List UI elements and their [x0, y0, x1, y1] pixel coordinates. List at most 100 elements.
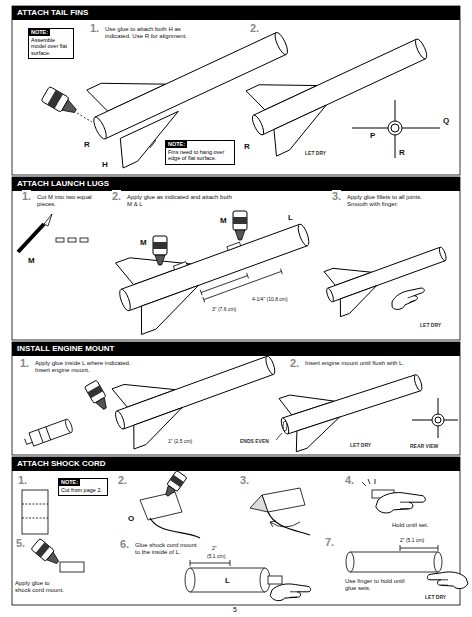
dimension: 4-1/4" (10.8 cm): [252, 296, 288, 302]
shock-cord-step-7: [346, 552, 354, 572]
part-letter: O: [128, 514, 134, 524]
box-heading: ATTACH LAUNCH LUGS: [17, 179, 455, 189]
tail-fin-step-2: [240, 15, 429, 156]
launch-lug-step-2: [227, 242, 241, 250]
step-number: 2.: [250, 22, 259, 35]
shock-cord-step-3: [250, 495, 268, 512]
hobby-knife: [44, 214, 52, 226]
rear-view-figure: [432, 414, 444, 426]
part-letter: R: [399, 148, 405, 158]
rear-view-figure: [352, 128, 388, 129]
dimension: 2" (5.1 cm): [400, 537, 424, 543]
view-label: REAR VIEW: [410, 443, 438, 449]
rear-view-figure: [395, 100, 396, 121]
box-heading: ATTACH SHOCK CORD: [17, 459, 455, 469]
part-letter: H: [102, 160, 108, 170]
shock-cord-step-6: [185, 568, 195, 592]
step-number: 3.: [240, 474, 249, 487]
box-heading: NOTE:: [166, 141, 187, 148]
section-header: ATTACH SHOCK CORD: [12, 457, 460, 471]
shock-cord-step-6: [190, 568, 265, 592]
dimension: 2": [212, 545, 217, 551]
launch-lug-step-2: [108, 198, 311, 312]
step-number: 1.: [90, 22, 99, 35]
section-frame: [12, 6, 460, 175]
part-letter: L: [288, 213, 293, 223]
shock-cord-step-5: [31, 538, 84, 572]
shock-cord-step-2: [162, 470, 187, 499]
page-number: 5: [233, 606, 237, 614]
rear-view-figure: [388, 121, 402, 135]
shock-cord-step-3: [250, 488, 310, 535]
rear-view-figure: [412, 420, 432, 421]
step-number: 7.: [325, 536, 334, 549]
step-text: Apply glue as indicated and attach both …: [127, 194, 232, 208]
section-frame: [12, 177, 460, 340]
dimension: 3" (7.6 cm): [212, 306, 236, 312]
step-text: Apply glue fillets to all joints. Smooth…: [347, 194, 427, 208]
launch-lug-step-3: [320, 231, 448, 317]
tail-fin-step-1: [41, 6, 290, 168]
let-dry-note: LET DRY: [305, 150, 326, 156]
shock-cord-mount-strip: [22, 490, 48, 534]
step-text: Glue shock cord mount to the inside of L…: [135, 542, 203, 556]
dimension: (5.1 cm): [207, 553, 225, 559]
callout-text: ENDS EVEN: [240, 438, 269, 444]
note-box: NOTE:Cut from page 2.: [58, 478, 108, 496]
shock-cord-step-5: [60, 562, 84, 572]
shock-cord-step-2: [140, 470, 200, 538]
shock-cord-step-3: [270, 522, 300, 527]
rear-view-figure: [438, 398, 439, 414]
note-box: NOTE:Fins need to hang over edge of flat…: [165, 140, 235, 165]
step-number: 2.: [118, 474, 127, 487]
step-number: 1.: [18, 474, 27, 487]
rear-view-figure: [412, 398, 458, 438]
section-header: ATTACH TAIL FINS: [12, 6, 460, 20]
hobby-knife: [18, 224, 44, 252]
step-text: Apply glue inside L where indicated. Ins…: [35, 360, 135, 374]
engine-mount-step-1: [23, 427, 50, 448]
step-number: 1.: [20, 357, 29, 370]
box-heading: NOTE:: [29, 29, 50, 36]
note-box: NOTE:Assemble model over flat surface.: [28, 28, 74, 59]
launch-lug-pieces: [56, 238, 88, 242]
shock-cord-step-6: [185, 560, 311, 601]
box-body: Cut from page 2.: [59, 486, 107, 496]
step-text: Insert engine mount until flush with L.: [305, 360, 455, 367]
box-heading: INSTALL ENGINE MOUNT: [17, 344, 455, 354]
launch-lug-step-3: [389, 285, 428, 311]
hobby-knife: [18, 214, 52, 252]
step-text: Use finger to hold until glue sets.: [345, 578, 405, 592]
part-letter: R: [84, 140, 90, 150]
launch-lug-pieces: [80, 238, 88, 242]
rear-view-figure: [435, 417, 441, 423]
shock-cord-step-4: [376, 493, 426, 513]
step-text: Cut M into two equal pieces.: [37, 194, 99, 208]
rear-view-figure: [395, 135, 396, 158]
rear-view-figure: [391, 124, 399, 132]
shock-cord-step-7: [400, 545, 438, 551]
shock-cord-step-7: [427, 572, 468, 589]
shock-cord-step-5: [31, 538, 62, 567]
launch-lug-step-2: [132, 285, 207, 334]
launch-lug-pieces: [56, 238, 64, 242]
part-letter: L: [225, 576, 230, 586]
shock-cord-step-6: [190, 568, 265, 592]
launch-lug-step-2: [233, 211, 247, 240]
part-letter: Q: [443, 116, 449, 126]
box-heading: NOTE:: [59, 479, 80, 486]
launch-lug-step-3: [320, 231, 448, 303]
box-body: Assemble model over flat surface.: [29, 36, 73, 59]
tail-fin-step-2: [266, 105, 337, 156]
step-number: 5.: [16, 537, 25, 550]
box-body: Fins need to hang over edge of flat surf…: [166, 148, 234, 164]
dimension: 1" (2.5 cm): [168, 438, 192, 444]
shock-cord-step-4: [362, 479, 425, 513]
rear-view-figure: [444, 420, 458, 421]
box-heading: ATTACH TAIL FINS: [17, 8, 455, 18]
step-text: Apply glue to shock cord mount.: [15, 580, 67, 594]
launch-lug-step-3: [335, 286, 382, 317]
shock-cord-mount-strip: [22, 490, 48, 534]
part-letter: P: [370, 131, 375, 141]
tail-fin-step-1: [77, 113, 92, 122]
